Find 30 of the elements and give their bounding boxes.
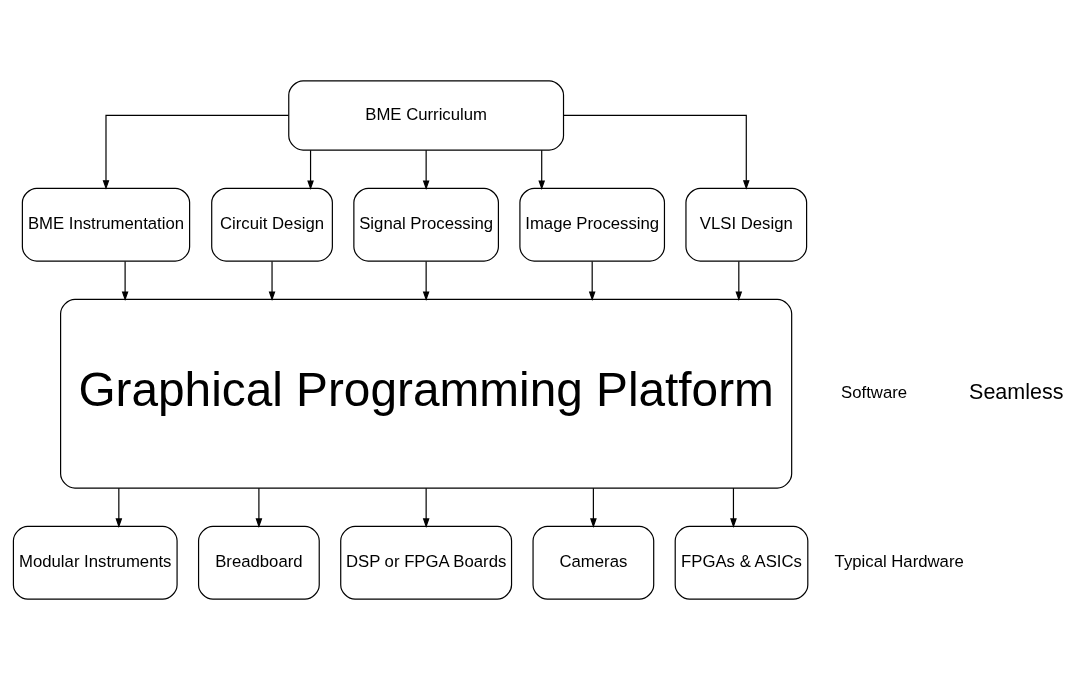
arrow — [538, 149, 546, 190]
label: Seamless — [969, 379, 1064, 404]
arrow — [422, 487, 430, 528]
node-box: Breadboard — [197, 525, 320, 600]
node-box: FPGAs & ASICs — [674, 525, 809, 600]
arrow — [563, 114, 750, 190]
node-box: Circuit Design — [211, 187, 333, 262]
node-box: Image Processing — [519, 187, 666, 262]
arrow — [588, 260, 596, 301]
arrow — [268, 260, 276, 301]
arrow — [422, 149, 430, 190]
arrow — [730, 487, 737, 528]
arrow — [255, 487, 263, 528]
node-box: BME Curriculum — [288, 79, 565, 151]
arrow — [422, 260, 430, 301]
arrow — [121, 260, 129, 301]
node-box: VLSI Design — [685, 187, 808, 262]
arrow — [307, 149, 314, 190]
node-box: Modular Instruments — [12, 525, 178, 600]
arrow — [102, 114, 290, 190]
node-box: Cameras — [532, 525, 655, 600]
node-box: DSP or FPGA Boards — [340, 525, 513, 600]
node-box: BME Instrumentation — [21, 187, 191, 262]
arrow — [590, 487, 597, 528]
label: Typical Hardware — [834, 551, 964, 571]
label: Software — [841, 382, 908, 402]
node-box: Signal Processing — [353, 187, 499, 262]
arrow — [735, 260, 743, 301]
node-box: Graphical Programming Platform — [60, 298, 793, 489]
arrow — [115, 487, 123, 528]
